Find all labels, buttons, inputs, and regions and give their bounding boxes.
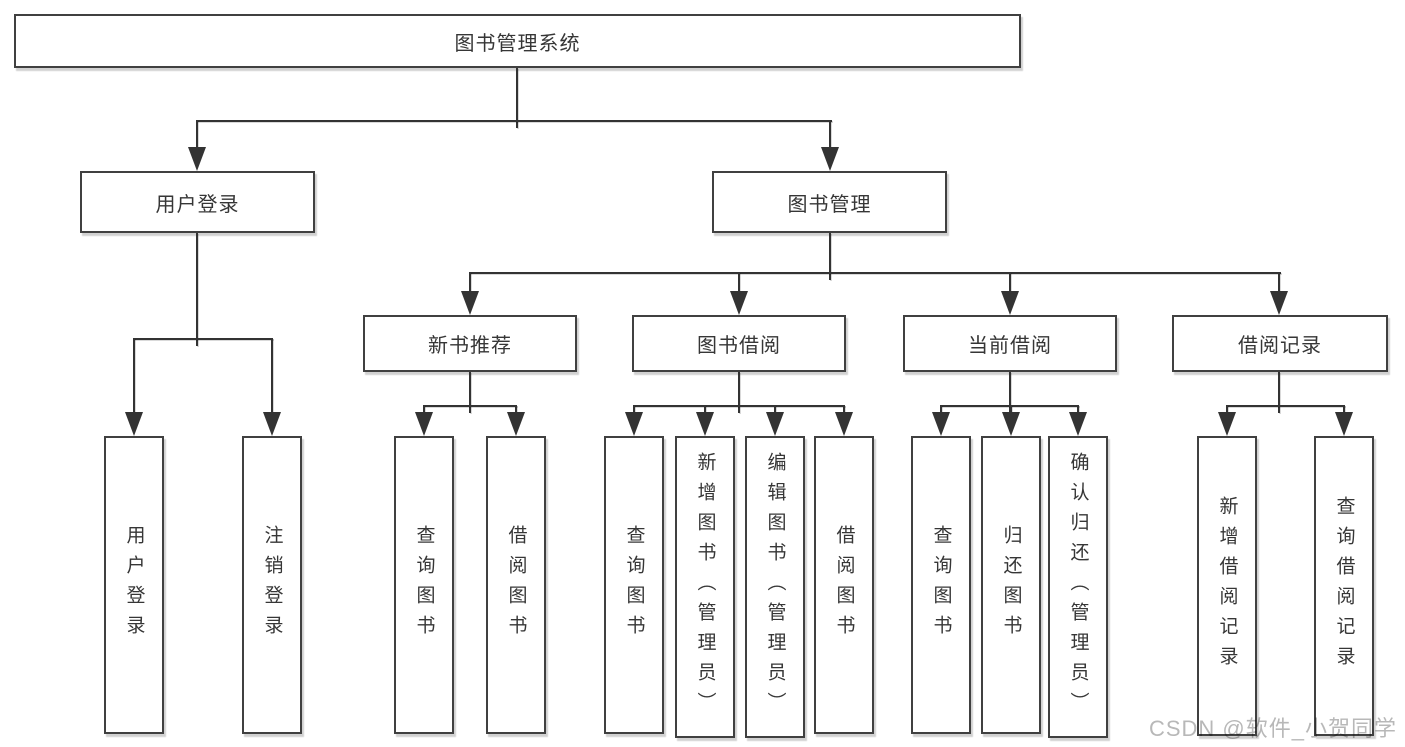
connector-logout-drop (271, 338, 273, 413)
node-current-borrow-label: 当前借阅 (968, 335, 1052, 357)
connector-leaf-drop (1010, 405, 1012, 414)
connector-leaf-drop (1226, 405, 1228, 414)
arrowhead-down-icon (1335, 412, 1353, 436)
connector-root-stem (516, 68, 518, 128)
leaf-return-books-label: 归还图书 (1000, 525, 1022, 645)
connector-recommend-drop (469, 272, 471, 294)
leaf-edit-book-admin-label: 编辑图书（管理员） (764, 452, 786, 722)
leaf-recommend-query-books: 查询图书 (394, 436, 454, 734)
connector-leaf-drop (1077, 405, 1079, 414)
connector-leaf-drop (515, 405, 517, 414)
leaf-borrow-query-books: 查询图书 (604, 436, 664, 734)
leaf-recommend-borrow-books: 借阅图书 (486, 436, 546, 734)
arrowhead-down-icon (1218, 412, 1236, 436)
arrowhead-down-icon (1069, 412, 1087, 436)
node-book-borrow-label: 图书借阅 (697, 335, 781, 357)
connector-user-hline (133, 338, 273, 340)
leaf-query-borrow-record-label: 查询借阅记录 (1333, 496, 1355, 676)
connector-level3-hline (469, 272, 1281, 274)
node-root-label: 图书管理系统 (454, 32, 581, 55)
connector-leaf-drop (1343, 405, 1345, 414)
connector-recommend-hline (423, 405, 517, 407)
connector-bookmgmt-drop (829, 120, 831, 148)
connector-borrow-drop (738, 272, 740, 294)
connector-leaf-drop (940, 405, 942, 414)
connector-current-stem (1009, 372, 1011, 413)
arrowhead-down-icon (1002, 412, 1020, 436)
connector-records-drop (1278, 272, 1280, 294)
node-new-book-recommend-label: 新书推荐 (428, 335, 512, 357)
node-borrow-records-label: 借阅记录 (1238, 335, 1322, 357)
arrowhead-down-icon (461, 291, 479, 315)
leaf-confirm-return-admin: 确认归还（管理员） (1048, 436, 1108, 738)
arrowhead-down-icon (730, 291, 748, 315)
leaf-recommend-query-books-label: 查询图书 (413, 525, 435, 645)
arrowhead-down-icon (263, 412, 281, 436)
csdn-watermark: CSDN @软件_小贺同学 (1148, 716, 1397, 741)
connector-leaf-drop (423, 405, 425, 414)
leaf-user-login-label: 用户登录 (123, 525, 145, 645)
node-book-borrow: 图书借阅 (632, 315, 846, 372)
connector-leaf-drop (843, 405, 845, 414)
arrowhead-down-icon (932, 412, 950, 436)
arrowhead-down-icon (1270, 291, 1288, 315)
connector-current-drop (1009, 272, 1011, 294)
leaf-query-borrow-record: 查询借阅记录 (1314, 436, 1374, 736)
node-new-book-recommend: 新书推荐 (363, 315, 577, 372)
arrowhead-down-icon (1001, 291, 1019, 315)
node-book-management: 图书管理 (712, 171, 947, 233)
leaf-recommend-borrow-books-label: 借阅图书 (505, 525, 527, 645)
arrowhead-down-icon (625, 412, 643, 436)
connector-current-hline (940, 405, 1079, 407)
connector-recommend-stem (469, 372, 471, 413)
node-book-management-label: 图书管理 (787, 193, 872, 216)
leaf-confirm-return-admin-label: 确认归还（管理员） (1067, 452, 1089, 722)
connector-borrow-stem (738, 372, 740, 413)
arrowhead-down-icon (821, 147, 839, 171)
connector-leaf-drop (774, 405, 776, 414)
leaf-add-book-admin-label: 新增图书（管理员） (694, 452, 716, 722)
connector-leaf-drop (633, 405, 635, 414)
connector-records-stem (1278, 372, 1280, 413)
node-current-borrow: 当前借阅 (903, 315, 1117, 372)
leaf-logout-label: 注销登录 (261, 525, 283, 645)
leaf-borrow-books: 借阅图书 (814, 436, 874, 734)
leaf-add-borrow-record: 新增借阅记录 (1197, 436, 1257, 736)
connector-userlogin-drop (133, 338, 135, 413)
arrowhead-down-icon (507, 412, 525, 436)
leaf-add-book-admin: 新增图书（管理员） (675, 436, 735, 738)
leaf-user-login: 用户登录 (104, 436, 164, 734)
leaf-current-query-books: 查询图书 (911, 436, 971, 734)
arrowhead-down-icon (125, 412, 143, 436)
node-borrow-records: 借阅记录 (1172, 315, 1388, 372)
node-root: 图书管理系统 (14, 14, 1021, 68)
node-user-login: 用户登录 (80, 171, 315, 233)
connector-level2-hline (196, 120, 832, 122)
connector-bookmgmt-stem (829, 233, 831, 280)
arrowhead-down-icon (188, 147, 206, 171)
leaf-borrow-query-books-label: 查询图书 (623, 525, 645, 645)
leaf-borrow-books-label: 借阅图书 (833, 525, 855, 645)
connector-records-hline (1226, 405, 1345, 407)
leaf-return-books: 归还图书 (981, 436, 1041, 734)
arrowhead-down-icon (766, 412, 784, 436)
leaf-edit-book-admin: 编辑图书（管理员） (745, 436, 805, 738)
arrowhead-down-icon (415, 412, 433, 436)
leaf-add-borrow-record-label: 新增借阅记录 (1216, 496, 1238, 676)
connector-borrow-hline (633, 405, 845, 407)
arrowhead-down-icon (835, 412, 853, 436)
leaf-current-query-books-label: 查询图书 (930, 525, 952, 645)
leaf-logout: 注销登录 (242, 436, 302, 734)
connector-leaf-drop (704, 405, 706, 414)
node-user-login-label: 用户登录 (155, 193, 240, 216)
arrowhead-down-icon (696, 412, 714, 436)
connector-user-drop (196, 120, 198, 148)
connector-user-stem (196, 233, 198, 346)
